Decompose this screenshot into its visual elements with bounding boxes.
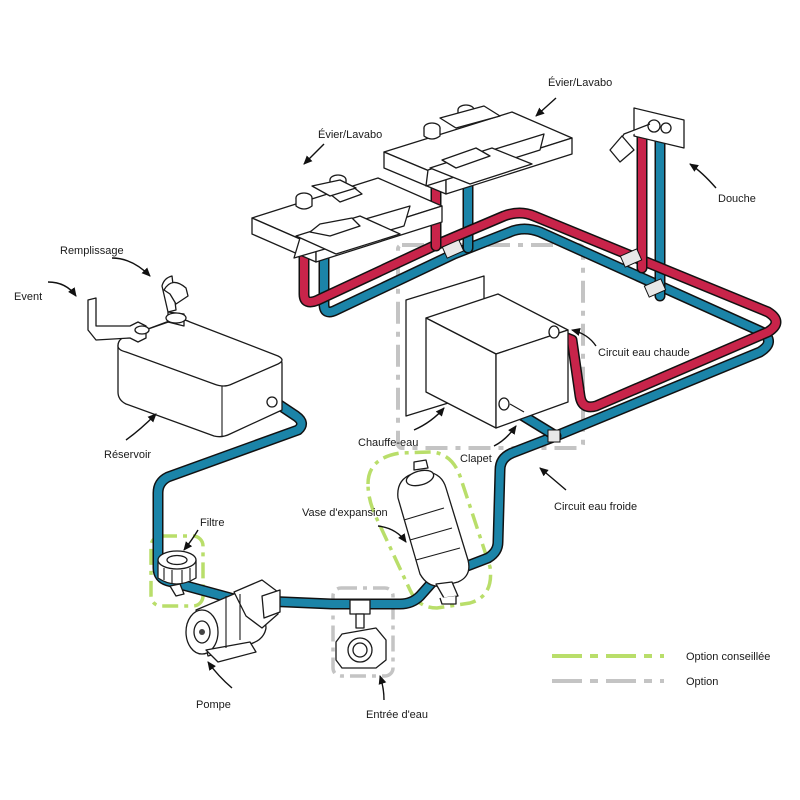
expansion-vessel xyxy=(397,459,470,605)
label-pompe: Pompe xyxy=(196,699,231,711)
label-event: Event xyxy=(14,291,42,303)
callout-arrows xyxy=(47,97,717,701)
label-douche: Douche xyxy=(718,193,756,205)
hot-water-circuit xyxy=(298,128,782,413)
filter xyxy=(157,550,197,597)
label-vase: Vase d'expansion xyxy=(302,507,388,519)
pump xyxy=(185,579,281,663)
legend-item-recommended: Option conseillée xyxy=(552,651,770,663)
label-evier-right: Évier/Lavabo xyxy=(548,76,612,89)
vase-recommended-outline xyxy=(366,450,493,610)
legend: Option conseillée Option xyxy=(552,651,770,688)
label-filtre: Filtre xyxy=(200,517,224,529)
label-circuit-froide: Circuit eau froide xyxy=(554,501,637,513)
callout-labels: Évier/Lavabo Évier/Lavabo Douche Remplis… xyxy=(14,76,756,721)
sink-right xyxy=(383,104,573,195)
legend-label-recommended: Option conseillée xyxy=(686,651,770,663)
shower xyxy=(609,107,685,163)
label-reservoir: Réservoir xyxy=(104,449,151,461)
label-clapet: Clapet xyxy=(460,453,492,465)
label-chauffe-eau: Chauffe-eau xyxy=(358,437,418,449)
inlet-option-outline xyxy=(331,586,395,678)
water-inlet xyxy=(335,599,387,669)
label-evier-left: Évier/Lavabo xyxy=(318,128,382,141)
pipe-fittings xyxy=(441,239,667,443)
legend-label-option: Option xyxy=(686,676,718,688)
label-remplissage: Remplissage xyxy=(60,245,124,257)
water-heater xyxy=(405,275,569,429)
filter-recommended-outline xyxy=(149,534,205,608)
label-circuit-chaude: Circuit eau chaude xyxy=(598,347,690,359)
label-entree: Entrée d'eau xyxy=(366,709,428,721)
legend-item-option: Option xyxy=(552,676,718,688)
sink-left xyxy=(251,174,443,263)
reservoir xyxy=(87,275,283,438)
